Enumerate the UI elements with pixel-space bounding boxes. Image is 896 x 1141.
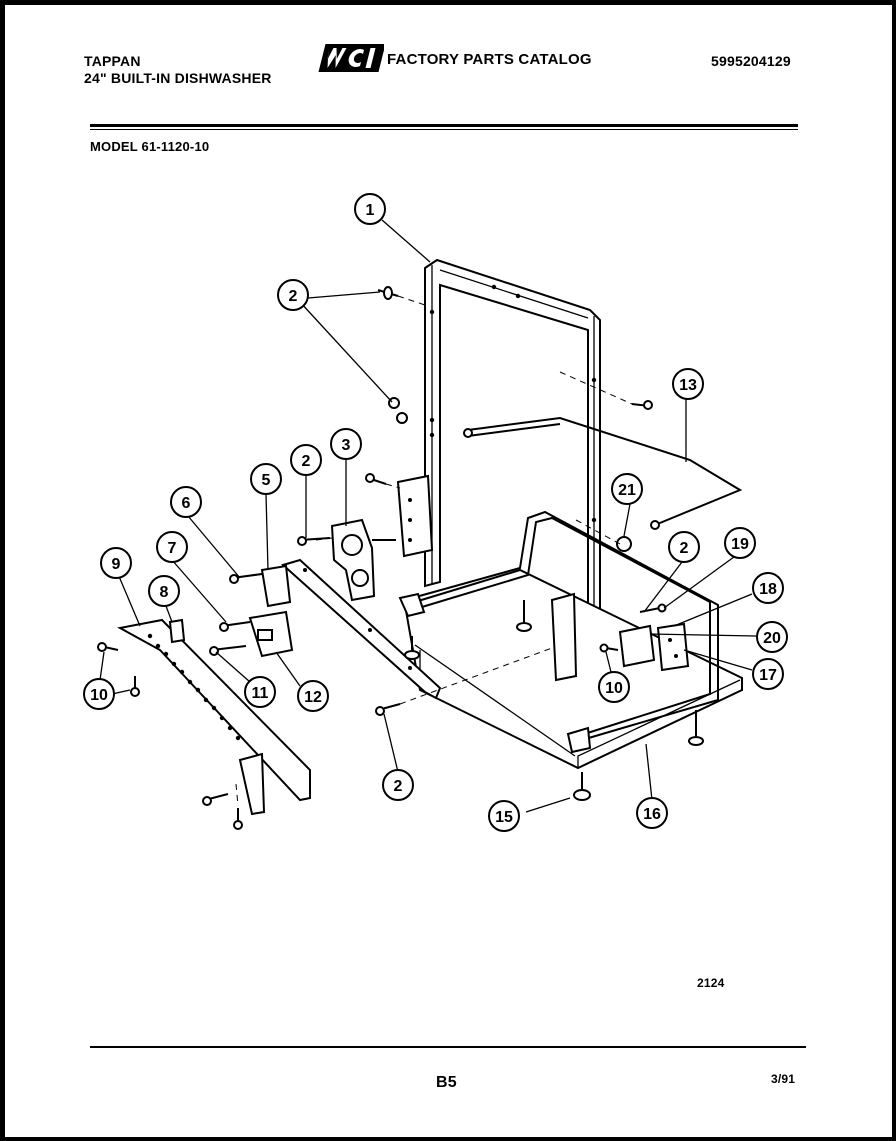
- counterbalance-rod: [463, 416, 743, 530]
- brand-name: TAPPAN: [84, 53, 141, 69]
- kick-plate-clip: [168, 618, 186, 644]
- svg-text:6: 6: [182, 495, 191, 512]
- kick-plate: [117, 618, 311, 816]
- svg-text:3: 3: [342, 437, 351, 454]
- svg-text:10: 10: [605, 680, 623, 697]
- valve-assembly: [330, 518, 396, 602]
- footer-rule: [90, 1046, 806, 1048]
- callout-11: 11: [244, 676, 276, 708]
- svg-text:2: 2: [289, 288, 298, 305]
- callout-2a: 2: [277, 279, 309, 311]
- callout-13: 13: [672, 368, 704, 400]
- page-number: B5: [436, 1074, 457, 1091]
- callout-15: 15: [488, 800, 520, 832]
- svg-text:10: 10: [90, 687, 108, 704]
- callout-21: 21: [611, 473, 643, 505]
- callout-8: 8: [148, 575, 180, 607]
- svg-text:18: 18: [759, 581, 777, 598]
- leveling-legs: [404, 600, 704, 801]
- callout-5: 5: [250, 463, 282, 495]
- callout-1: 1: [354, 193, 386, 225]
- toe-plate-support: [280, 558, 442, 700]
- svg-text:15: 15: [495, 809, 513, 826]
- catalog-title: FACTORY PARTS CATALOG: [387, 51, 592, 68]
- svg-text:20: 20: [763, 630, 781, 647]
- svg-text:21: 21: [618, 482, 636, 499]
- callout-19: 19: [724, 527, 756, 559]
- spring-bracket: [618, 622, 690, 672]
- svg-text:13: 13: [679, 377, 697, 394]
- svg-text:2: 2: [680, 540, 689, 557]
- callout-10a: 10: [83, 678, 115, 710]
- svg-text:12: 12: [304, 689, 322, 706]
- header-rule-thick: [90, 124, 798, 127]
- callout-2d: 2: [668, 531, 700, 563]
- callout-3: 3: [330, 428, 362, 460]
- callout-7: 7: [156, 531, 188, 563]
- door-switch: [248, 610, 294, 658]
- callout-10b: 10: [598, 671, 630, 703]
- header-rule-thin: [90, 129, 798, 130]
- alignment-lines: [235, 295, 633, 807]
- svg-text:17: 17: [759, 667, 777, 684]
- product-description: 24" BUILT-IN DISHWASHER: [84, 70, 272, 86]
- svg-text:19: 19: [731, 536, 749, 553]
- base-frame: [398, 510, 719, 754]
- hinge-bracket: [396, 474, 434, 558]
- callout-6: 6: [170, 486, 202, 518]
- model-number: MODEL 61-1120-10: [90, 139, 210, 154]
- svg-text:5: 5: [262, 472, 271, 489]
- callout-9: 9: [100, 547, 132, 579]
- callout-16: 16: [636, 797, 668, 829]
- callout-18: 18: [752, 572, 784, 604]
- callout-2b: 2: [290, 444, 322, 476]
- switch-bracket: [260, 564, 292, 608]
- svg-text:16: 16: [643, 806, 661, 823]
- callout-2c: 2: [382, 769, 414, 801]
- catalog-number: 5995204129: [711, 53, 791, 69]
- screws: [97, 286, 667, 830]
- svg-text:2: 2: [394, 778, 403, 795]
- drawing-number: 2124: [697, 976, 725, 990]
- svg-text:2: 2: [302, 453, 311, 470]
- svg-text:7: 7: [168, 540, 177, 557]
- svg-text:9: 9: [112, 556, 121, 573]
- callout-17: 17: [752, 658, 784, 690]
- svg-text:8: 8: [160, 584, 169, 601]
- catalog-date: 3/91: [771, 1072, 796, 1086]
- svg-text:1: 1: [366, 202, 375, 219]
- callout-12: 12: [297, 680, 329, 712]
- leader-lines: [99, 219, 757, 813]
- wci-logo: [318, 42, 386, 81]
- svg-text:11: 11: [252, 685, 269, 702]
- rear-hinge-plate: [550, 592, 578, 682]
- callout-20: 20: [756, 621, 788, 653]
- catalog-page: [5, 5, 892, 1137]
